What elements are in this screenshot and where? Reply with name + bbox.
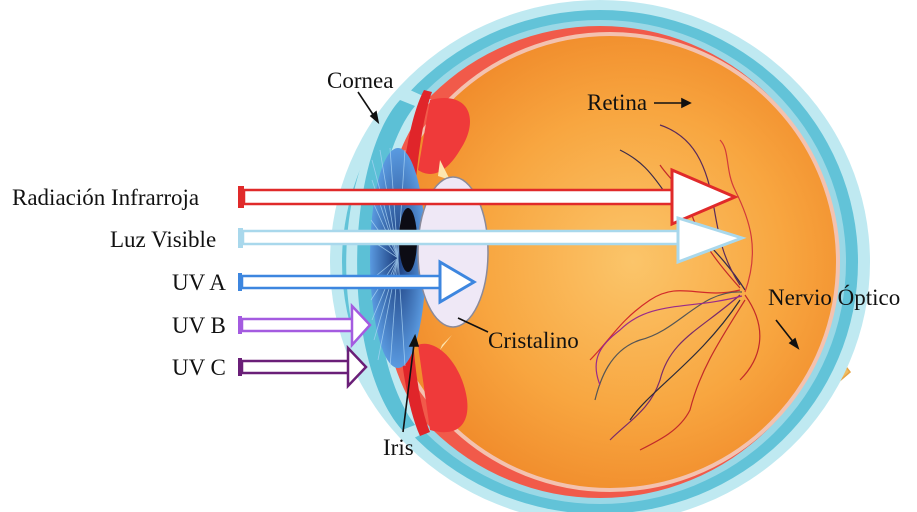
label-cornea: Cornea [327,68,393,93]
label-infrared: Radiación Infrarroja [12,185,199,210]
label-uvb: UV B [172,313,226,338]
label-lens: Cristalino [488,328,579,353]
label-retina: Retina [587,90,647,115]
label-visible: Luz Visible [110,227,216,252]
arrow-uvc [238,348,366,386]
label-iris: Iris [383,435,414,460]
label-uva: UV A [172,270,226,295]
label-uvc: UV C [172,355,226,380]
label-optic-nerve: Nervio Óptico [768,284,900,310]
